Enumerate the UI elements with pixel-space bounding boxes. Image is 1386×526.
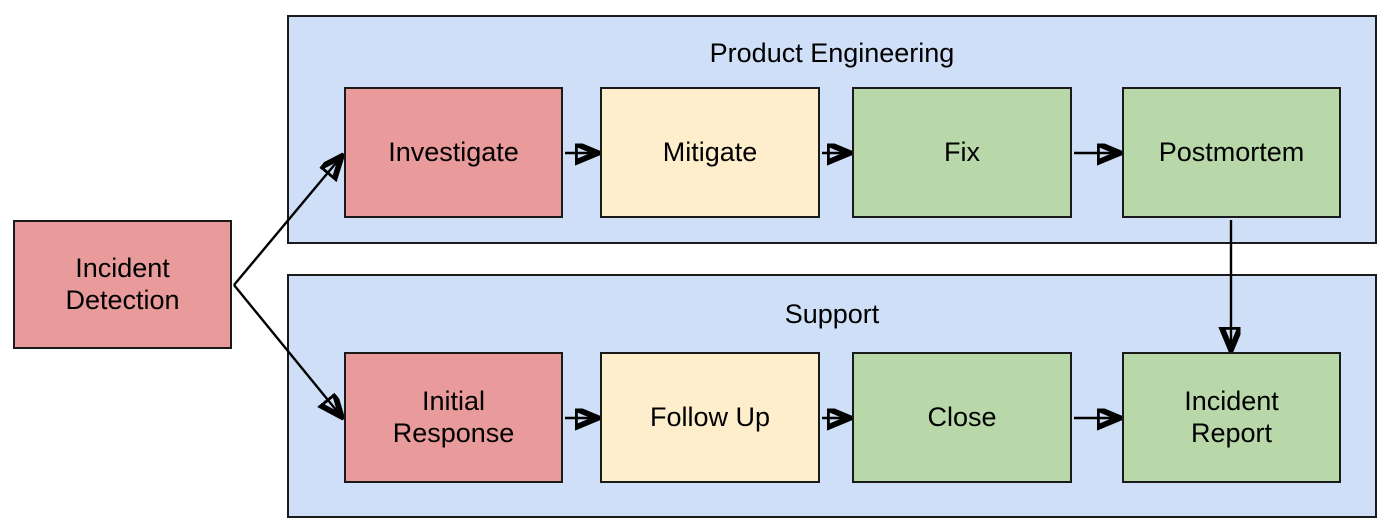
node-initial-response[interactable]: Initial Response [344, 352, 563, 483]
swimlane-title-product-engineering: Product Engineering [709, 38, 955, 68]
node-investigate[interactable]: Investigate [344, 87, 563, 218]
node-close[interactable]: Close [852, 352, 1072, 483]
node-fix[interactable]: Fix [852, 87, 1072, 218]
node-incident-detection[interactable]: Incident Detection [13, 220, 232, 349]
swimlane-title-support: Support [784, 299, 880, 329]
node-postmortem[interactable]: Postmortem [1122, 87, 1341, 218]
node-incident-report[interactable]: Incident Report [1122, 352, 1341, 483]
node-follow-up[interactable]: Follow Up [600, 352, 820, 483]
node-mitigate[interactable]: Mitigate [600, 87, 820, 218]
